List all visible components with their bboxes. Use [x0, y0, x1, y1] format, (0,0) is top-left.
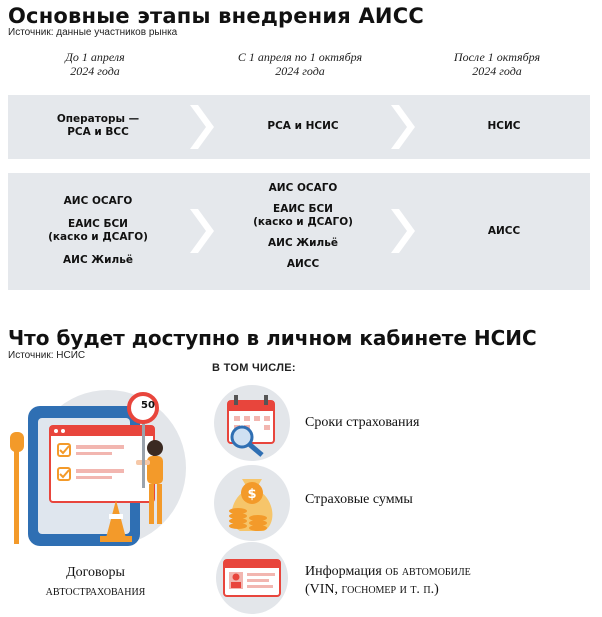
feature-2-line1: Страховые суммы [305, 492, 413, 507]
row1-col3: НСИС [487, 120, 521, 132]
main-caption-line2: автострахования [45, 584, 146, 599]
section1-source: Источник: данные участников рынка [8, 27, 178, 38]
row2-col2: АИС ОСАГО ЕАИС БСИ (каско и ДСАГО) АИС Ж… [218, 182, 388, 271]
speed-sign-label: 50 [141, 400, 155, 411]
column-header-1-line2: 2024 года [70, 64, 120, 78]
column-header-2-line1: С 1 апреля по 1 октября [237, 50, 363, 64]
row1-col1-line1: Операторы — [56, 113, 140, 125]
id-card-icon [216, 542, 288, 614]
column-header-2: С 1 апреля по 1 октября 2024 года [205, 50, 395, 78]
row2-col1-item: (каско и ДСАГО) [48, 231, 148, 243]
column-header-3: После 1 октября 2024 года [402, 50, 592, 78]
chevron-right-icon [190, 209, 214, 253]
row2-col2-item: АИСС [286, 258, 320, 270]
row2-col2-item: ЕАИС БСИ [273, 203, 333, 215]
calendar-magnifier-icon [214, 385, 290, 461]
chevron-right-icon [391, 209, 415, 253]
main-caption-line1: Договоры [66, 565, 125, 580]
included-label: В ТОМ ЧИСЛЕ: [212, 362, 296, 374]
section2-title: Что будет доступно в личном кабинете НСИ… [8, 326, 537, 350]
feature-1-line1: Сроки страхования [305, 415, 420, 430]
row1-col1: Операторы — РСА и ВСС [8, 113, 188, 139]
section1-title: Основные этапы внедрения АИСС [8, 4, 424, 28]
section2-source: Источник: НСИС [8, 350, 86, 361]
row2-col3: АИСС [487, 225, 521, 237]
row2-col2-item: АИС ОСАГО [268, 182, 338, 194]
feature-3-line1: Информация об автомобиле [305, 564, 471, 579]
column-header-2-line2: 2024 года [275, 64, 325, 78]
row2-col2-item: (каско и ДСАГО) [253, 216, 353, 228]
row2-col1-item: АИС ОСАГО [63, 195, 133, 207]
stage-row-operators: Операторы — РСА и ВСС РСА и НСИС НСИС [8, 95, 590, 159]
row1-col2: РСА и НСИС [267, 120, 339, 132]
feature-3-line2: (VIN, госномер и т. п.) [305, 582, 439, 597]
svg-text:$: $ [247, 487, 256, 502]
column-header-1-line1: До 1 апреля [65, 50, 125, 64]
column-header-3-line1: После 1 октября [453, 50, 541, 64]
main-caption: Договоры автострахования [18, 563, 173, 601]
row2-col1: АИС ОСАГО ЕАИС БСИ (каско и ДСАГО) АИС Ж… [8, 195, 188, 267]
feature-1-label: Сроки страхования [305, 414, 419, 432]
stage-row-systems: АИС ОСАГО ЕАИС БСИ (каско и ДСАГО) АИС Ж… [8, 173, 590, 290]
chevron-right-icon [190, 105, 214, 149]
feature-2-label: Страховые суммы [305, 491, 413, 509]
row2-col2-item: АИС Жильё [268, 237, 338, 249]
feature-3-label: Информация об автомобиле (VIN, госномер … [305, 563, 471, 599]
row2-col1-item: ЕАИС БСИ [68, 218, 128, 230]
row1-col1-line2: РСА и ВСС [67, 126, 129, 138]
row2-col1-item: АИС Жильё [63, 254, 133, 266]
column-header-1: До 1 апреля 2024 года [0, 50, 190, 78]
chevron-right-icon [391, 105, 415, 149]
money-bag-icon: $ [214, 465, 290, 541]
column-header-3-line2: 2024 года [472, 64, 522, 78]
tablet-contract-icon [10, 390, 186, 546]
